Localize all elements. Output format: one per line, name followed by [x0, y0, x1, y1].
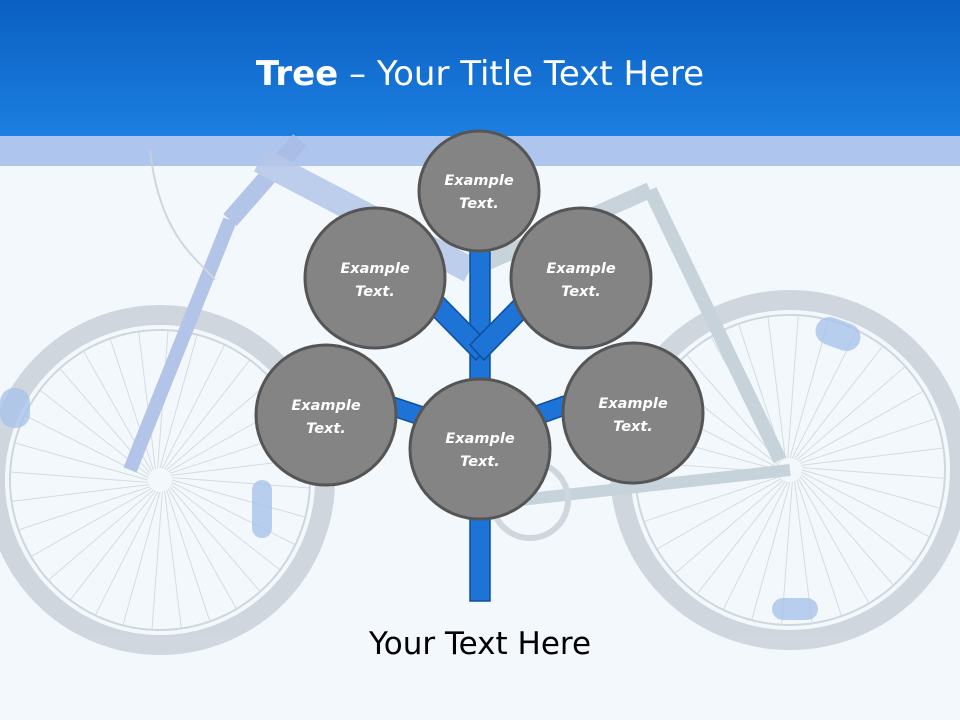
wheel-spoke [164, 491, 182, 629]
wheel-spoke [48, 489, 154, 581]
wheel-spoke [789, 319, 829, 459]
tree-node-upper-left: Example Text. [303, 206, 447, 350]
node-text-line2: Text. [459, 196, 499, 212]
wheel-spoke [722, 481, 789, 611]
wheel-spoke [751, 481, 791, 621]
node-text-line2: Text. [460, 454, 500, 470]
tree-node-middle-right: Example Text. [561, 341, 705, 485]
wheel-spoke [138, 331, 156, 469]
wheel-spoke [767, 316, 786, 459]
wheel-spoke [171, 481, 296, 546]
title-bold: Tree [255, 54, 339, 94]
wheel-spoke [161, 344, 226, 469]
node-text-line1: Example [340, 261, 410, 277]
wheel-spoke [801, 469, 941, 509]
wheel-spoke [798, 390, 924, 462]
wheel-spoke [10, 471, 149, 483]
wheel-spoke [171, 477, 310, 489]
wheel-spoke [796, 479, 843, 617]
wheel-spoke [800, 474, 915, 564]
caption-text: Your Text Here [368, 626, 592, 662]
wheel-spoke [686, 354, 781, 464]
wheel-spoke [798, 478, 870, 604]
node-text-line1: Example [445, 431, 515, 447]
wheel-spoke [801, 467, 945, 479]
wheel-spoke [799, 476, 894, 586]
header-bar [0, 0, 960, 136]
slide-title: Tree – Your Title Text Here [0, 52, 960, 96]
tree-node-top: Example Text. [417, 129, 541, 253]
wheel-spoke [656, 478, 782, 550]
node-text-line2: Text. [561, 284, 601, 300]
wheel-spoke [94, 491, 159, 616]
wheel-spoke [696, 480, 786, 595]
node-text-line2: Text. [306, 421, 346, 437]
tree-node-middle-left: Example Text. [254, 343, 398, 487]
node-text-line1: Example [598, 396, 668, 412]
wheel-spoke [166, 489, 211, 622]
wheel-spoke [791, 329, 858, 459]
wheel-spoke [122, 491, 161, 626]
wheel-spoke [14, 442, 149, 481]
wheel-spoke [30, 488, 152, 557]
wheel-spoke [169, 486, 261, 592]
wheel-spoke [168, 488, 237, 610]
wheel-spoke [787, 315, 799, 459]
wheel-spoke [159, 334, 198, 469]
tree-node-center: Example Text. [408, 377, 552, 521]
wheel-spoke [801, 471, 931, 538]
wheel-spoke [799, 417, 937, 464]
wheel-spoke [643, 476, 781, 523]
wheel-spoke [170, 484, 281, 571]
wheel-spoke [796, 366, 906, 461]
tree-node-upper-right: Example Text. [509, 206, 653, 350]
node-text-line1: Example [291, 398, 361, 414]
wheel-spoke [794, 345, 884, 460]
wheel-spoke [801, 447, 944, 466]
wheel-spoke [151, 491, 163, 630]
wheel-spoke [171, 479, 306, 518]
wheel-spoke [674, 479, 784, 574]
node-text-line1: Example [444, 173, 514, 189]
wheel-spoke [69, 490, 156, 601]
title-rest: – Your Title Text Here [338, 54, 705, 94]
node-text-line1: Example [546, 261, 616, 277]
node-text-line2: Text. [355, 284, 395, 300]
wheel-spoke [166, 379, 272, 471]
wheel-spoke [164, 359, 251, 470]
wheel-spoke [11, 484, 149, 502]
wheel-spoke [18, 486, 151, 531]
node-text-line2: Text. [613, 419, 653, 435]
